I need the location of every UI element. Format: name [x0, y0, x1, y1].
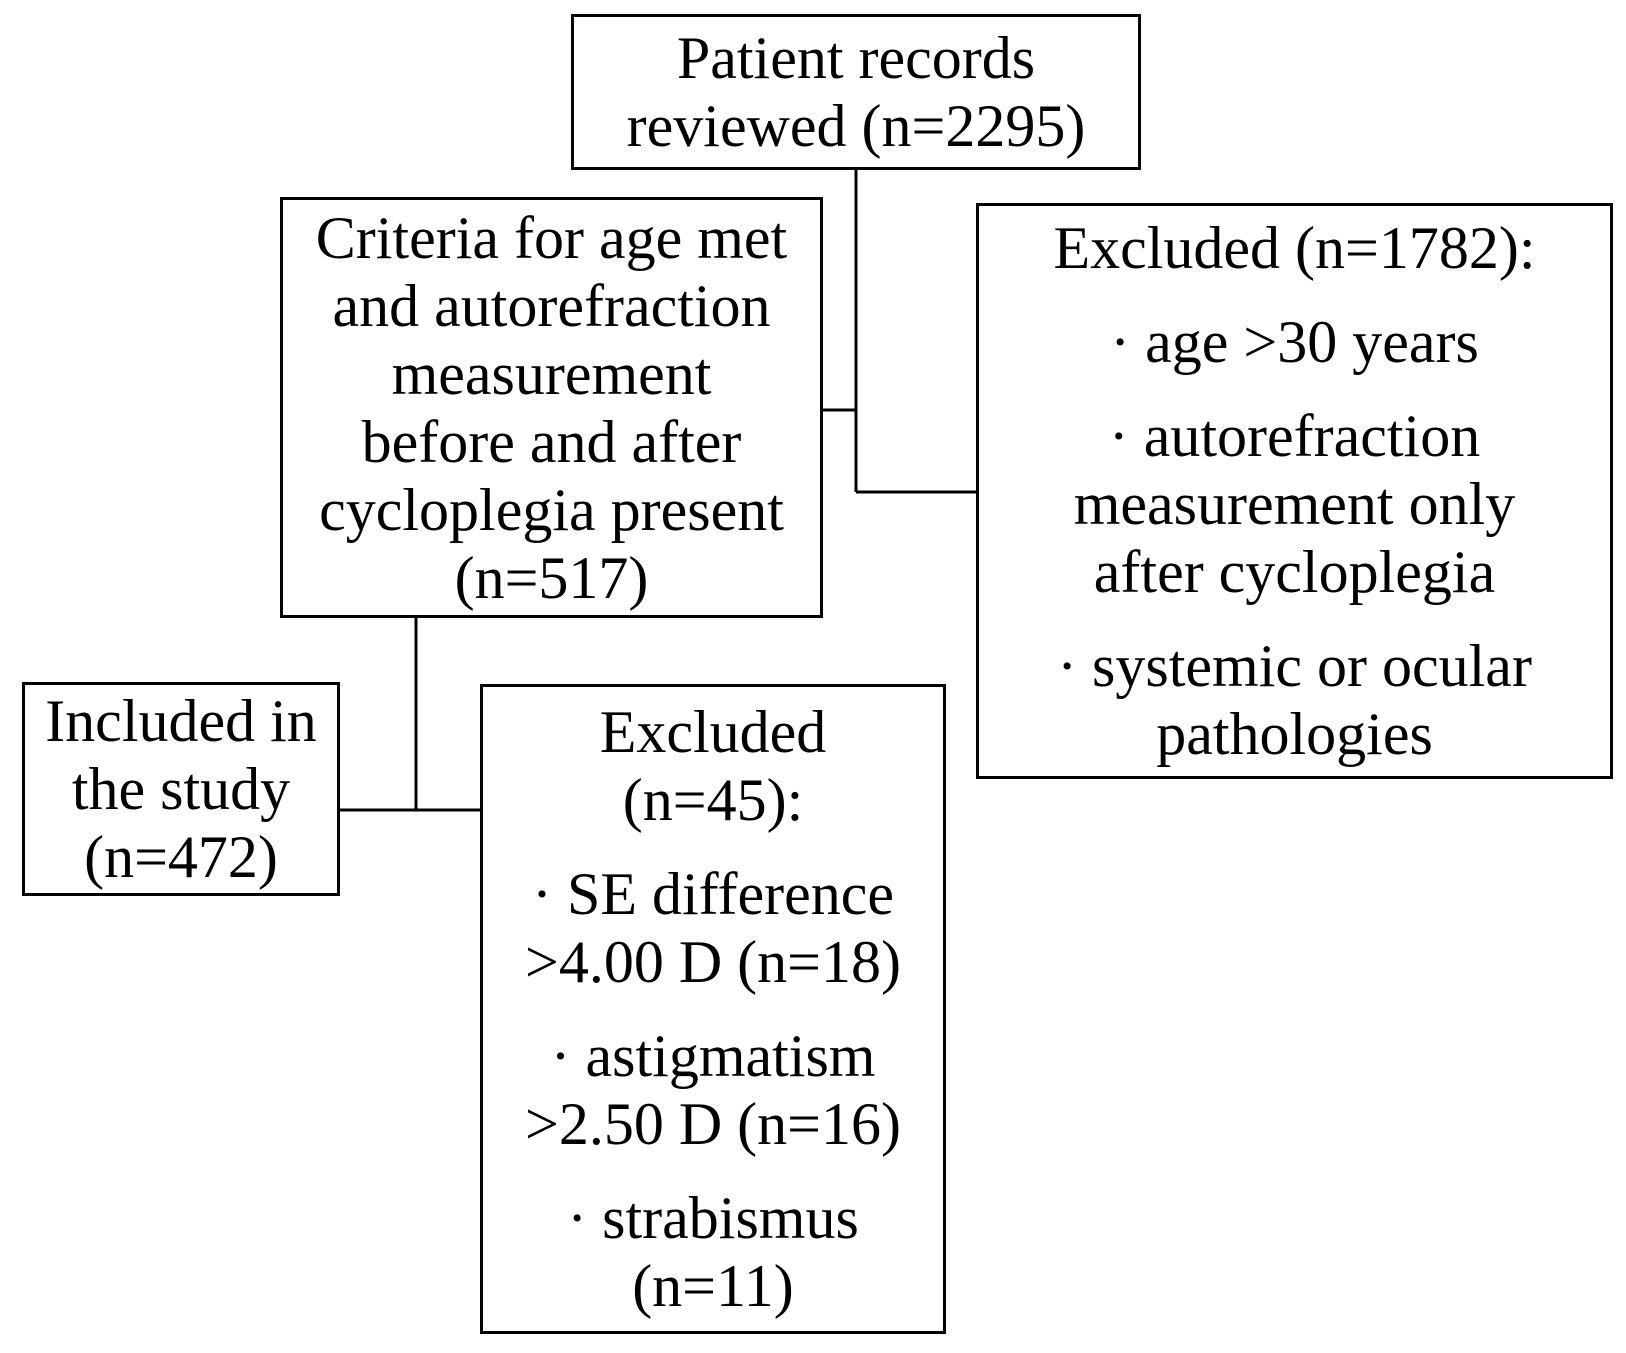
excluded-1782-box: Excluded (n=1782): · age >30 years · aut…	[976, 203, 1613, 779]
excluded-45-item-se-2: >4.00 D (n=18)	[525, 929, 901, 995]
included-line-2: the study	[71, 756, 291, 822]
criteria-line-6: (n=517)	[454, 544, 649, 611]
excluded-45-item-astigmatism-1: · astigmatism	[550, 1023, 876, 1089]
excluded-1782-title: Excluded (n=1782):	[1053, 215, 1536, 281]
included-line-3: (n=472)	[84, 824, 278, 890]
excluded-1782-item-autorefraction-3: after cycloplegia	[1093, 539, 1496, 605]
excluded-1782-item-pathologies-1: · systemic or ocular	[1057, 633, 1532, 699]
excluded-45-item-astigmatism-2: >2.50 D (n=16)	[525, 1091, 901, 1157]
excluded-1782-item-pathologies-2: pathologies	[1156, 701, 1433, 767]
included-in-study-box: Included in the study (n=472)	[22, 682, 340, 896]
records-line-1: Patient records	[676, 25, 1036, 91]
criteria-met-box: Criteria for age met and autorefraction …	[280, 197, 823, 618]
records-reviewed-box: Patient records reviewed (n=2295)	[571, 14, 1141, 170]
excluded-1782-item-autorefraction-2: measurement only	[1073, 471, 1516, 537]
excluded-45-item-se-1: · SE difference	[531, 861, 895, 927]
criteria-line-5: cycloplegia present	[319, 476, 784, 543]
excluded-45-box: Excluded (n=45): · SE difference >4.00 D…	[480, 684, 946, 1334]
included-line-1: Included in	[45, 688, 317, 754]
records-line-2: reviewed (n=2295)	[626, 93, 1086, 159]
excluded-45-title-2: (n=45):	[622, 767, 804, 833]
criteria-line-2: and autorefraction	[332, 272, 771, 339]
criteria-line-1: Criteria for age met	[315, 204, 788, 271]
criteria-line-3: measurement	[391, 340, 712, 407]
excluded-45-item-strabismus-1: · strabismus	[567, 1185, 859, 1251]
excluded-45-item-strabismus-2: (n=11)	[632, 1253, 794, 1319]
excluded-1782-item-autorefraction-1: · autorefraction	[1108, 403, 1481, 469]
excluded-45-title-1: Excluded	[599, 699, 827, 765]
criteria-line-4: before and after	[361, 408, 742, 475]
excluded-1782-item-age: · age >30 years	[1110, 309, 1479, 375]
